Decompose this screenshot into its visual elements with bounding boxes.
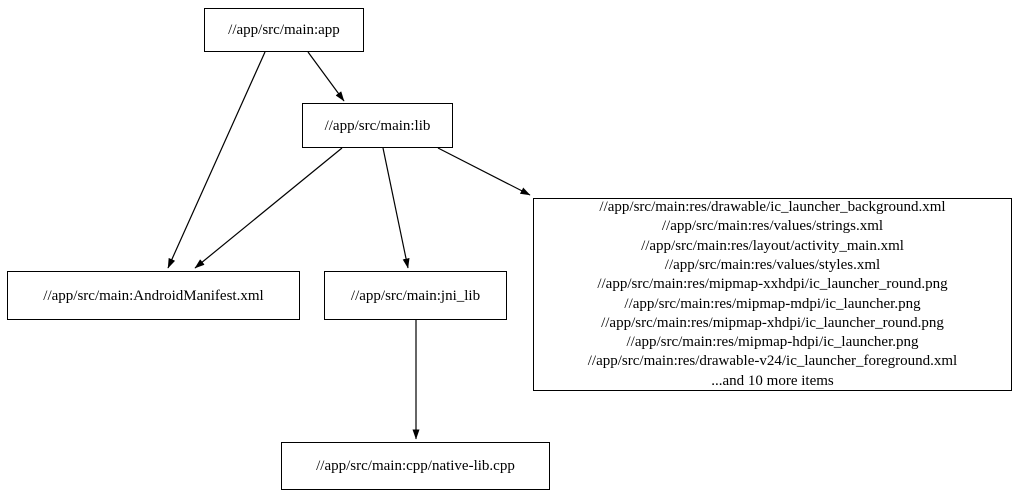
node-jni-lib-label: //app/src/main:jni_lib bbox=[350, 287, 481, 304]
res-file-line: //app/src/main:res/drawable/ic_launcher_… bbox=[599, 199, 946, 216]
edge-app-manifest bbox=[167, 51, 266, 269]
res-file-line: //app/src/main:res/layout/activity_main.… bbox=[641, 237, 904, 254]
node-res-file-group: //app/src/main:res/drawable/ic_launcher_… bbox=[533, 198, 1012, 391]
node-app-label: //app/src/main:app bbox=[228, 22, 340, 38]
res-file-line: //app/src/main:res/values/styles.xml bbox=[664, 256, 881, 273]
edge-lib-res-group bbox=[437, 147, 531, 196]
edge-lib-manifest bbox=[194, 147, 343, 269]
node-lib-label: //app/src/main:lib bbox=[324, 117, 431, 134]
node-android-manifest-label: //app/src/main:AndroidManifest.xml bbox=[43, 287, 264, 304]
node-native-lib-cpp: //app/src/main:cpp/native-lib.cpp bbox=[281, 442, 550, 490]
edge-lib-jni-lib bbox=[382, 147, 410, 269]
res-file-line: //app/src/main:res/mipmap-hdpi/ic_launch… bbox=[626, 334, 919, 351]
node-app: //app/src/main:app bbox=[204, 8, 364, 52]
node-jni-lib: //app/src/main:jni_lib bbox=[324, 271, 507, 320]
node-native-lib-cpp-label: //app/src/main:cpp/native-lib.cpp bbox=[316, 458, 515, 474]
node-android-manifest: //app/src/main:AndroidManifest.xml bbox=[7, 271, 300, 320]
edge-app-lib bbox=[307, 51, 345, 102]
node-lib: //app/src/main:lib bbox=[302, 103, 453, 148]
res-file-line: //app/src/main:res/mipmap-mdpi/ic_launch… bbox=[624, 295, 921, 312]
res-file-line-more: ...and 10 more items bbox=[711, 372, 834, 389]
res-file-line: //app/src/main:res/mipmap-xhdpi/ic_launc… bbox=[601, 314, 944, 331]
res-file-line: //app/src/main:res/mipmap-xxhdpi/ic_laun… bbox=[597, 276, 948, 293]
res-file-line: //app/src/main:res/values/strings.xml bbox=[661, 218, 884, 235]
res-file-line: //app/src/main:res/drawable-v24/ic_launc… bbox=[587, 353, 958, 370]
